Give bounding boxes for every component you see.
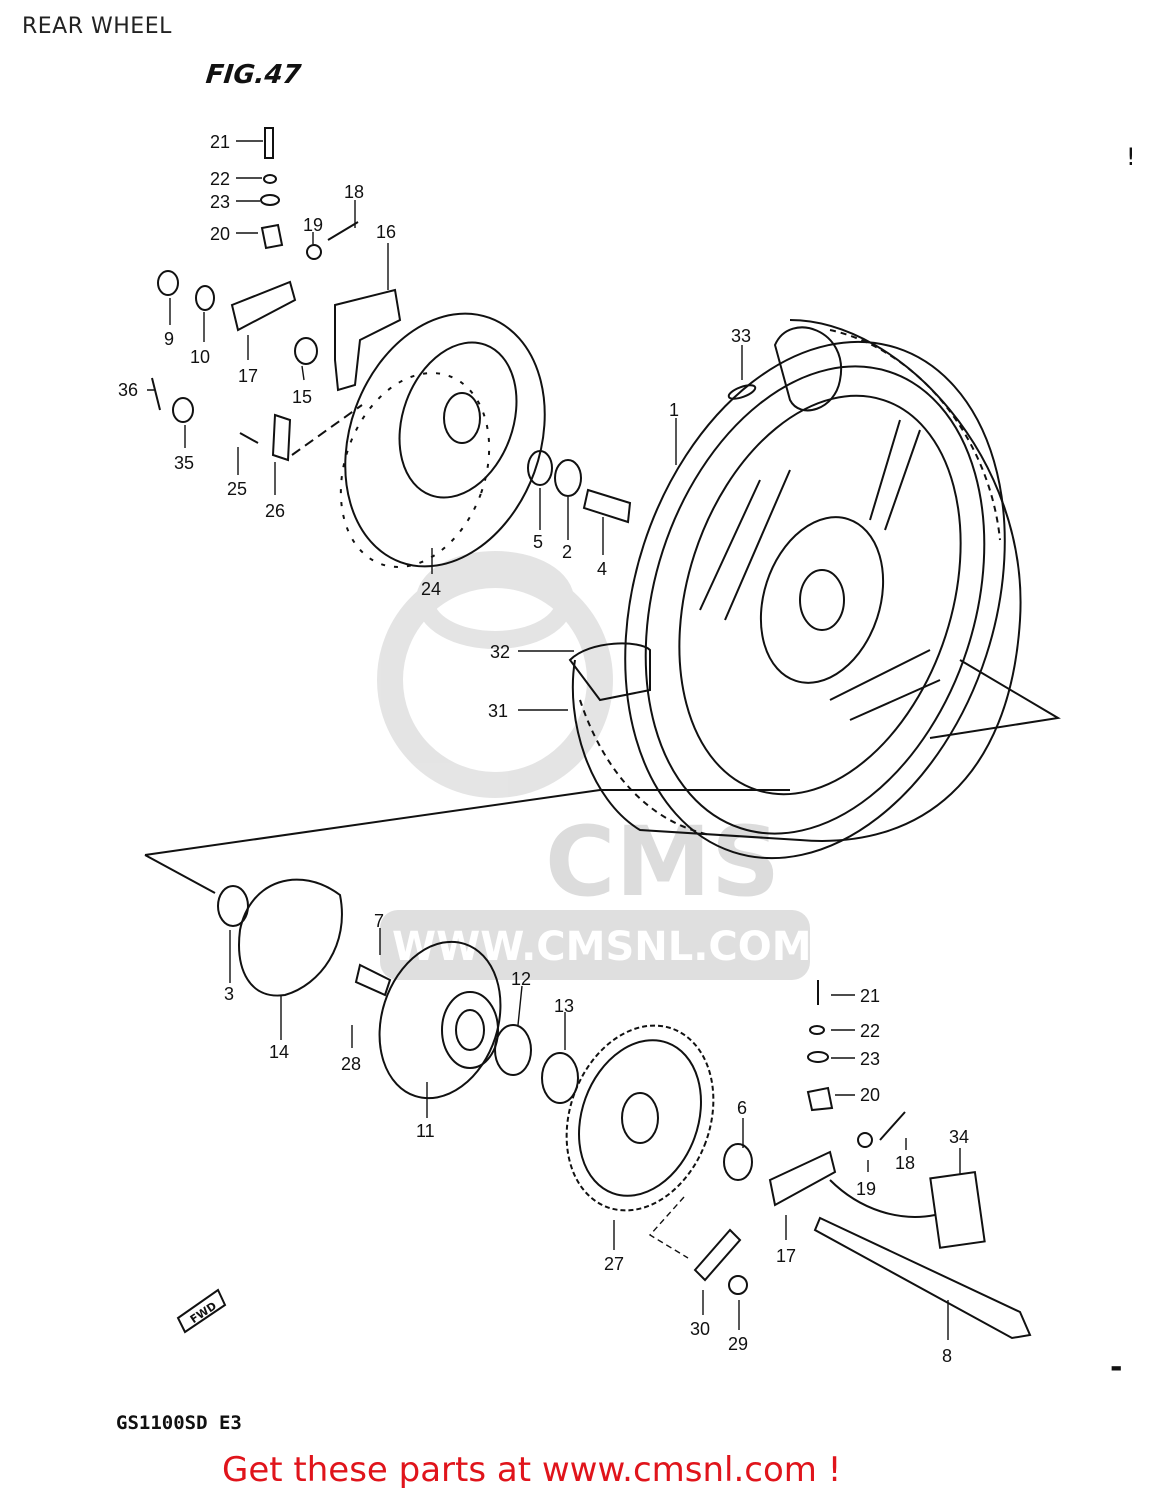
section-line <box>144 854 216 894</box>
callout-5: 5 <box>533 532 543 552</box>
callout-18: 18 <box>344 182 364 202</box>
cotter-pin <box>151 377 161 411</box>
callout-29: 29 <box>728 1334 748 1354</box>
wheel-rim <box>624 340 1006 860</box>
callout-16: 16 <box>376 222 396 242</box>
lock-plate <box>271 413 292 462</box>
forward-arrow-tag: FWD <box>176 1288 227 1334</box>
bearing <box>554 459 582 497</box>
watermark-url: WWW.CMSNL.COM <box>392 924 812 970</box>
bolt <box>239 432 259 444</box>
callout-31: 31 <box>488 701 508 721</box>
washer <box>294 337 318 365</box>
brake-disc <box>339 312 546 568</box>
bearing <box>217 885 249 927</box>
lock-plate <box>806 1086 834 1112</box>
margin-mark: ! <box>1126 143 1136 171</box>
oil-seal <box>541 1052 579 1104</box>
page-title: REAR WHEEL <box>22 14 172 39</box>
cable-route <box>291 404 363 456</box>
callout-4: 4 <box>597 559 607 579</box>
leader-lines <box>147 140 961 1340</box>
tyre <box>568 319 1022 842</box>
callout-18b: 18 <box>895 1153 915 1173</box>
nut <box>857 1132 873 1148</box>
bolt <box>264 127 274 159</box>
callout-2: 2 <box>562 542 572 562</box>
lock-washer <box>693 1228 742 1282</box>
callout-33: 33 <box>731 326 751 346</box>
nut <box>728 1275 748 1295</box>
callout-22b: 22 <box>860 1021 880 1041</box>
callout-19: 19 <box>303 215 323 235</box>
callout-26: 26 <box>265 501 285 521</box>
spacer <box>527 450 553 486</box>
callout-23b: 23 <box>860 1049 880 1069</box>
callout-34: 34 <box>949 1127 969 1147</box>
callout-20: 20 <box>210 224 230 244</box>
callout-11: 11 <box>416 1121 435 1141</box>
callout-15: 15 <box>292 387 312 407</box>
callout-23: 23 <box>210 192 230 212</box>
sprocket <box>565 1024 715 1212</box>
model-code: GS1100SD E3 <box>116 1412 242 1434</box>
callout-22: 22 <box>210 169 230 189</box>
callout-10: 10 <box>190 347 210 367</box>
watermark-brand: CMS <box>545 806 780 918</box>
watermark: CMS WWW.CMSNL.COM <box>377 551 812 980</box>
chain-label <box>929 1171 986 1249</box>
callout-17: 17 <box>238 366 258 386</box>
callout-3: 3 <box>224 984 234 1004</box>
callout-36: 36 <box>118 380 138 400</box>
bush <box>354 963 392 997</box>
rear-axle <box>813 1216 1032 1340</box>
bolt <box>327 221 359 241</box>
nut <box>157 270 179 296</box>
callout-7: 7 <box>374 911 384 931</box>
callout-13: 13 <box>554 996 574 1016</box>
washer <box>195 285 215 311</box>
callout-12: 12 <box>511 969 531 989</box>
washer <box>809 1025 825 1035</box>
rear-hub <box>378 940 502 1100</box>
lock-plate <box>260 223 284 250</box>
caliper-bracket <box>334 288 402 392</box>
nut <box>306 244 322 260</box>
washer <box>263 174 277 184</box>
callout-32: 32 <box>490 642 510 662</box>
callout-21b: 21 <box>860 986 880 1006</box>
torque-link <box>230 280 297 332</box>
cush-rubber <box>238 878 343 997</box>
callouts: 21 22 23 20 18 19 16 9 10 17 15 36 35 25… <box>118 132 969 1366</box>
callout-17b: 17 <box>776 1246 796 1266</box>
callout-1: 1 <box>669 400 679 420</box>
callout-8: 8 <box>942 1346 952 1366</box>
callout-30: 30 <box>690 1319 710 1339</box>
callout-24: 24 <box>421 579 441 599</box>
callout-14: 14 <box>269 1042 289 1062</box>
spacer <box>723 1143 753 1181</box>
spacer-collar <box>582 488 632 524</box>
locator-pin <box>727 384 757 400</box>
washer <box>807 1051 829 1063</box>
washer <box>260 194 280 206</box>
callout-9: 9 <box>164 329 174 349</box>
callout-19b: 19 <box>856 1179 876 1199</box>
castle-nut <box>172 397 194 423</box>
callout-21: 21 <box>210 132 230 152</box>
callout-25: 25 <box>227 479 247 499</box>
cable-route <box>829 1179 936 1218</box>
callout-28: 28 <box>341 1054 361 1074</box>
chain-adjuster <box>768 1150 837 1207</box>
parts-link-banner[interactable]: Get these parts at www.cmsnl.com ! <box>222 1450 842 1490</box>
bearing <box>494 1024 532 1076</box>
callout-20b: 20 <box>860 1085 880 1105</box>
callout-35: 35 <box>174 453 194 473</box>
callout-6: 6 <box>737 1098 747 1118</box>
bolt <box>879 1111 906 1141</box>
callout-27: 27 <box>604 1254 624 1274</box>
margin-mark: - <box>1110 1350 1122 1385</box>
